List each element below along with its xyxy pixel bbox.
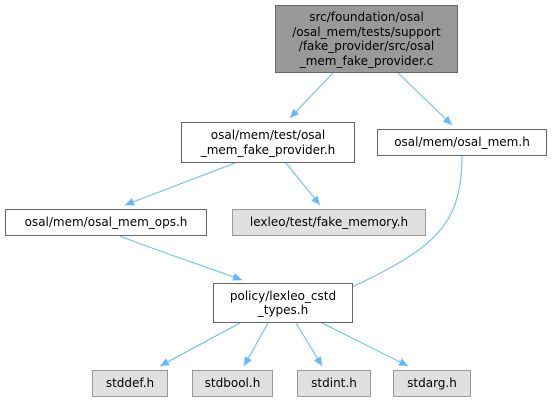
node-stdbool-h[interactable]: stdbool.h [192,370,273,397]
edge-root-to-fake-provider-h [289,72,334,119]
node-stdarg-h[interactable]: stdarg.h [393,370,471,397]
edge-cstd-types-h-to-stdbool-h [243,322,269,367]
edge-osal-mem-ops-h-to-cstd-types-h [119,235,243,281]
edge-cstd-types-h-to-stdint-h [295,322,323,367]
node-lexleo-cstd-types-h[interactable]: policy/lexleo_cstd _types.h [213,283,353,323]
node-label-line: osal/mem/test/osal [210,128,326,142]
node-label-line: stdbool.h [204,376,261,391]
node-label-line: _types.h [257,303,309,317]
node-fake-memory-h[interactable]: lexleo/test/fake_memory.h [232,209,426,236]
node-osal-mem-ops-h[interactable]: osal/mem/osal_mem_ops.h [5,209,207,236]
node-label-line: stdarg.h [407,376,457,391]
node-label-line: lexleo/test/fake_memory.h [249,215,409,230]
edge-cstd-types-h-to-stdarg-h [321,322,409,367]
node-label-line: /osal_mem/tests/support [292,24,441,39]
node-label-line: src/foundation/osal [309,10,424,24]
edge-osal-mem-h-to-cstd-types-h [341,155,463,293]
edge-fake-provider-h-to-fake-memory-h [285,162,321,206]
node-label-line: stddef.h [105,376,155,391]
node-stdint-h[interactable]: stdint.h [297,370,371,397]
node-label-line: _mem_fake_provider.h [200,142,336,157]
node-label-line: stdint.h [311,376,357,391]
node-label-line: _mem_fake_provider.c [299,53,434,68]
node-label-line: osal/mem/osal_mem.h [394,135,530,150]
node-osal-mem-fake-provider-h[interactable]: osal/mem/test/osal _mem_fake_provider.h [181,122,355,163]
node-stddef-h[interactable]: stddef.h [92,370,168,397]
node-root-source-file[interactable]: src/foundation/osal /osal_mem/tests/supp… [275,5,458,73]
node-osal-mem-h[interactable]: osal/mem/osal_mem.h [377,129,547,156]
edge-root-to-osal-mem-h [397,72,453,126]
node-label-line: /fake_provider/src/osal [298,39,435,53]
edge-cstd-types-h-to-stddef-h [159,322,241,367]
edge-fake-provider-h-to-osal-mem-ops-h [124,162,236,206]
node-label-line: osal/mem/osal_mem_ops.h [24,215,188,230]
node-label-line: policy/lexleo_cstd [229,288,337,303]
